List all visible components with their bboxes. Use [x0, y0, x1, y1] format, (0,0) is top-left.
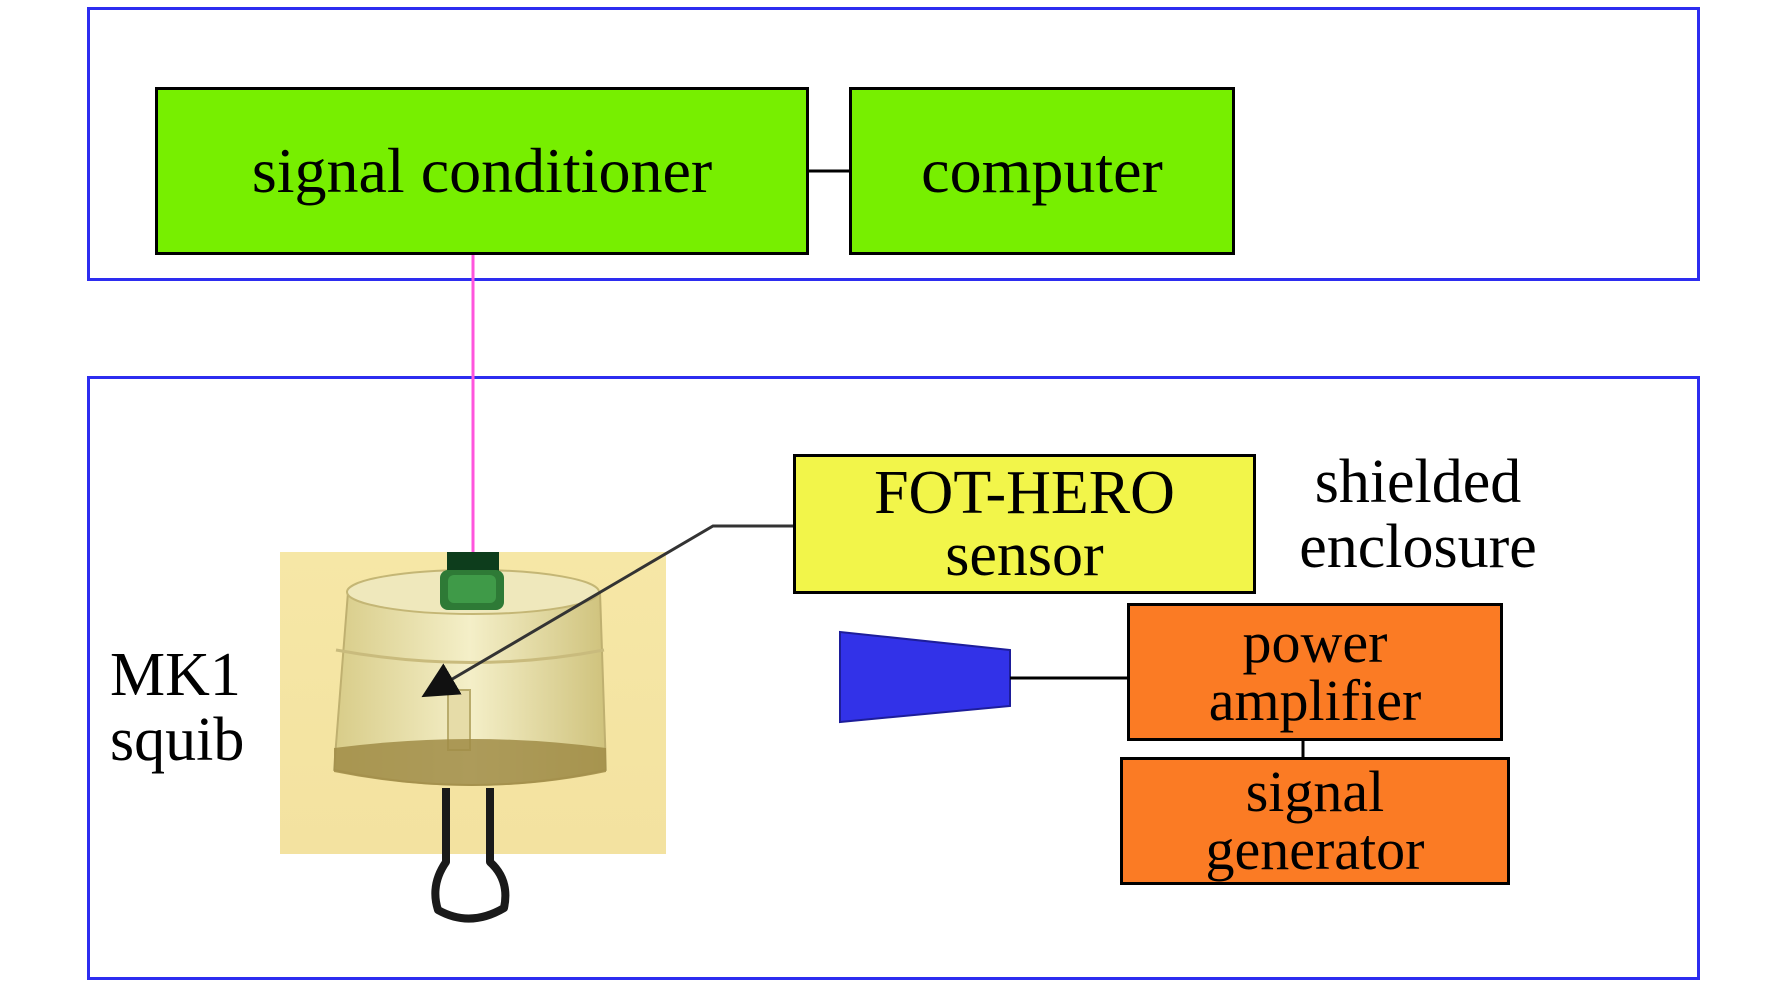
sensor-pointer-arrow: [421, 524, 793, 698]
computer-label: computer: [921, 135, 1163, 206]
mk1-squib-label: MK1 squib: [110, 641, 245, 775]
mk1-squib-line1: MK1: [110, 641, 241, 709]
power-amplifier-label-line1: power: [1242, 610, 1388, 675]
computer-block: computer: [849, 87, 1235, 255]
fot-hero-sensor-block: FOT-HERO sensor: [793, 454, 1256, 594]
signal-generator-label-line2: generator: [1205, 817, 1425, 882]
signal-conditioner-block: signal conditioner: [155, 87, 809, 255]
antenna-horn-icon: [839, 630, 1011, 724]
signal-generator-block: signal generator: [1120, 757, 1510, 885]
mk1-squib-line2: squib: [110, 706, 245, 775]
control-room-frame: [87, 7, 1700, 281]
shielded-enclosure-line1: shielded: [1314, 448, 1522, 516]
shielded-enclosure-line2: enclosure: [1299, 513, 1537, 582]
shielded-enclosure-frame: [87, 376, 1700, 980]
mk1-squib-photo-icon: [280, 552, 666, 923]
signal-generator-label-line1: signal: [1245, 759, 1385, 824]
fot-hero-label-line1: FOT-HERO: [874, 459, 1175, 527]
power-amplifier-label-line2: amplifier: [1208, 668, 1422, 733]
power-amplifier-block: power amplifier: [1127, 603, 1503, 741]
shielded-enclosure-label: shielded enclosure: [1283, 448, 1553, 582]
fot-hero-label-line2: sensor: [945, 521, 1104, 589]
signal-conditioner-label: signal conditioner: [251, 135, 713, 206]
